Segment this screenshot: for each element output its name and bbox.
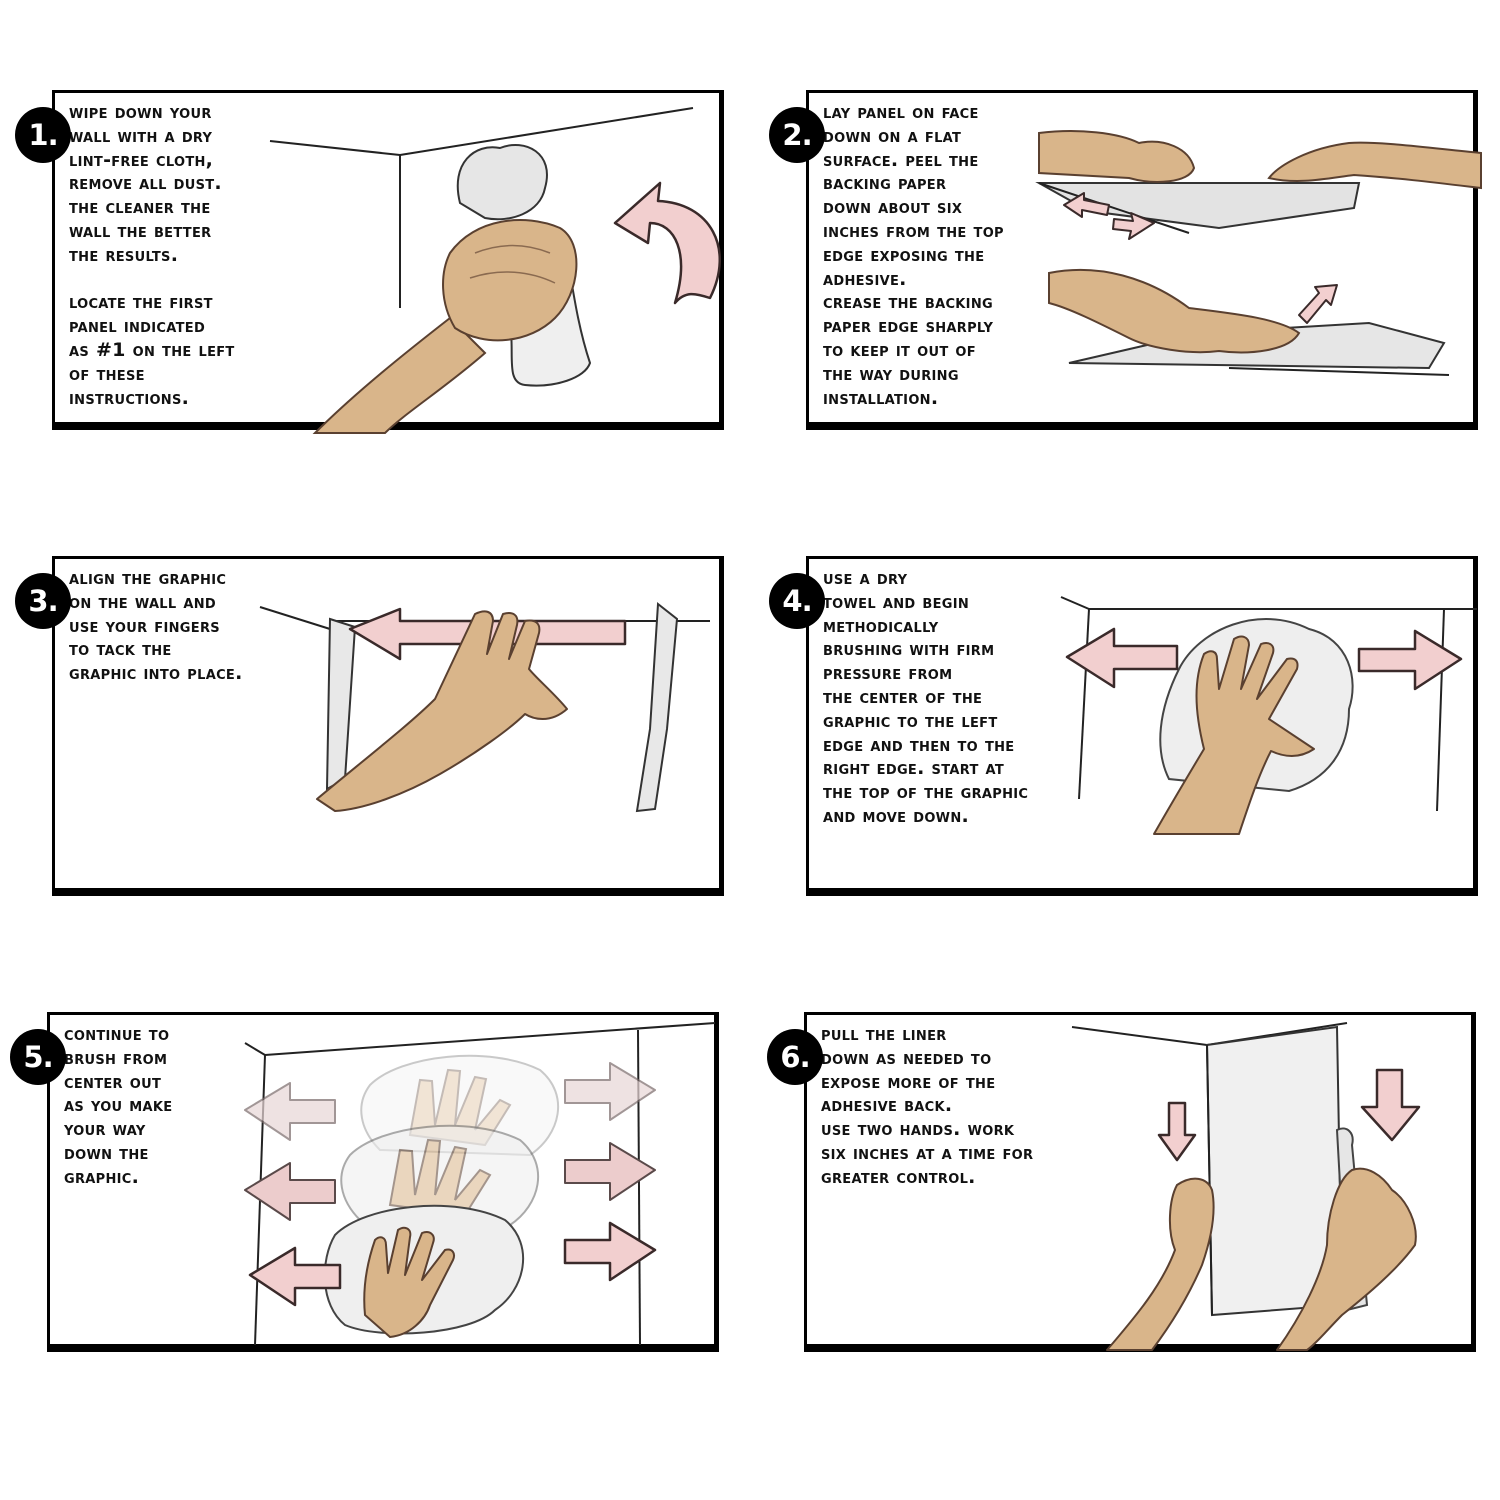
instruction-line: as #1 on the left — [69, 338, 235, 361]
step-number-badge: 6. — [767, 1029, 823, 1085]
instruction-line: surface. Peel the — [823, 148, 979, 171]
instruction-line: and move down. — [823, 804, 970, 827]
instruction-line: the results. — [69, 243, 179, 266]
instruction-line: installation. — [823, 386, 939, 409]
step-1: 1. Wipe down your wall with a dry lint-f… — [15, 90, 724, 434]
step-number-badge: 1. — [15, 107, 71, 163]
peeling-backing-hands-icon — [1035, 130, 1482, 376]
instruction-line: as you make — [64, 1094, 173, 1117]
instruction-line: to keep it out of — [823, 338, 976, 361]
instruction-line: Pull the liner — [821, 1023, 947, 1045]
instruction-line: of these — [69, 362, 145, 385]
instruction-line: towel and begin — [823, 590, 970, 613]
instruction-line: Align the graphic — [69, 567, 227, 589]
instruction-line: methodically — [823, 614, 939, 637]
instruction-line: remove all dust. — [69, 172, 222, 195]
instruction-line: Use a dry — [823, 567, 908, 589]
step-instructions: Align the graphic on the wall and use yo… — [69, 567, 243, 686]
step-2: 2. Lay panel on face down on a flat surf… — [769, 90, 1482, 430]
instruction-line: use your fingers — [69, 614, 220, 637]
instruction-line: down about six — [823, 196, 963, 219]
instruction-line: the top of the graphic — [823, 781, 1029, 804]
cloth-wiping-hand-icon — [269, 107, 721, 434]
instruction-line: edge and then to the — [823, 733, 1015, 756]
tacking-hand-icon — [259, 602, 710, 813]
instruction-line: edge exposing the — [823, 243, 985, 266]
instruction-line: graphic to the left — [823, 709, 998, 732]
step-instructions: Continue to brush from center out as you… — [64, 1023, 172, 1190]
towel-brushing-hand-icon — [1060, 596, 1477, 835]
instruction-line: right edge. Start at — [823, 757, 1005, 780]
instruction-line: down the — [64, 1141, 149, 1164]
instruction-line: inches from the top — [823, 219, 1004, 242]
instruction-line: expose more of the — [821, 1070, 996, 1093]
step-instructions: Use a dry towel and begin methodically b… — [823, 567, 1028, 829]
instruction-line: center out — [64, 1070, 162, 1093]
instruction-line: on the wall and — [69, 590, 217, 613]
step-3: 3. Align the graphic on the wall and use… — [15, 556, 724, 896]
instruction-line: Continue to — [64, 1023, 170, 1045]
instruction-line: to tack the — [69, 638, 172, 661]
instruction-line: greater control. — [821, 1165, 976, 1188]
instruction-line: lint-free cloth, — [69, 148, 214, 171]
instruction-line: Lay panel on face — [823, 101, 979, 123]
instruction-line: wall the better — [69, 219, 212, 242]
instruction-line: your way — [64, 1118, 146, 1141]
step-6: 6. Pull the liner down as needed to expo… — [767, 1012, 1476, 1352]
step-instructions: Lay panel on face down on a flat surface… — [823, 101, 1004, 410]
pulling-liner-hands-icon — [1071, 1022, 1421, 1351]
instruction-line: wall with a dry — [69, 124, 213, 147]
step-number-badge: 5. — [10, 1029, 66, 1085]
instruction-line: down as needed to — [821, 1046, 992, 1069]
instruction-line: The cleaner the — [69, 196, 211, 219]
step-number-badge: 4. — [769, 573, 825, 629]
instruction-line: the way during — [823, 362, 959, 385]
instruction-line: pressure from — [823, 662, 953, 685]
instruction-line: graphic into place. — [69, 662, 243, 685]
instruction-line: Locate the first — [69, 291, 213, 314]
instruction-line: the center of the — [823, 685, 983, 708]
instruction-line: Crease the backing — [823, 291, 993, 314]
instruction-line: panel indicated — [69, 315, 206, 338]
instruction-line: Use two hands. Work — [821, 1118, 1015, 1141]
step-number-badge: 3. — [15, 573, 71, 629]
step-number-badge: 2. — [769, 107, 825, 163]
instruction-line: brush from — [64, 1046, 168, 1069]
instruction-line: graphic. — [64, 1165, 140, 1188]
instruction-line: brushing with firm — [823, 638, 995, 661]
step-instructions: Wipe down your wall with a dry lint-free… — [69, 101, 235, 410]
step-instructions: Pull the liner down as needed to expose … — [821, 1023, 1033, 1190]
step-5: 5. Continue to brush from center out as … — [10, 1012, 719, 1352]
instruction-line: six inches at a time for — [821, 1141, 1034, 1164]
instruction-line: adhesive back. — [821, 1094, 953, 1117]
repeated-brushing-hands-icon — [244, 1022, 716, 1346]
instruction-line: backing paper — [823, 172, 947, 195]
instruction-line: adhesive. — [823, 267, 907, 290]
instruction-line: Wipe down your — [69, 101, 212, 123]
instruction-line: instructions. — [69, 386, 190, 409]
instruction-line: down on a flat — [823, 124, 962, 147]
step-4: 4. Use a dry towel and begin methodicall… — [769, 556, 1478, 896]
instruction-line: paper edge sharply — [823, 315, 994, 338]
